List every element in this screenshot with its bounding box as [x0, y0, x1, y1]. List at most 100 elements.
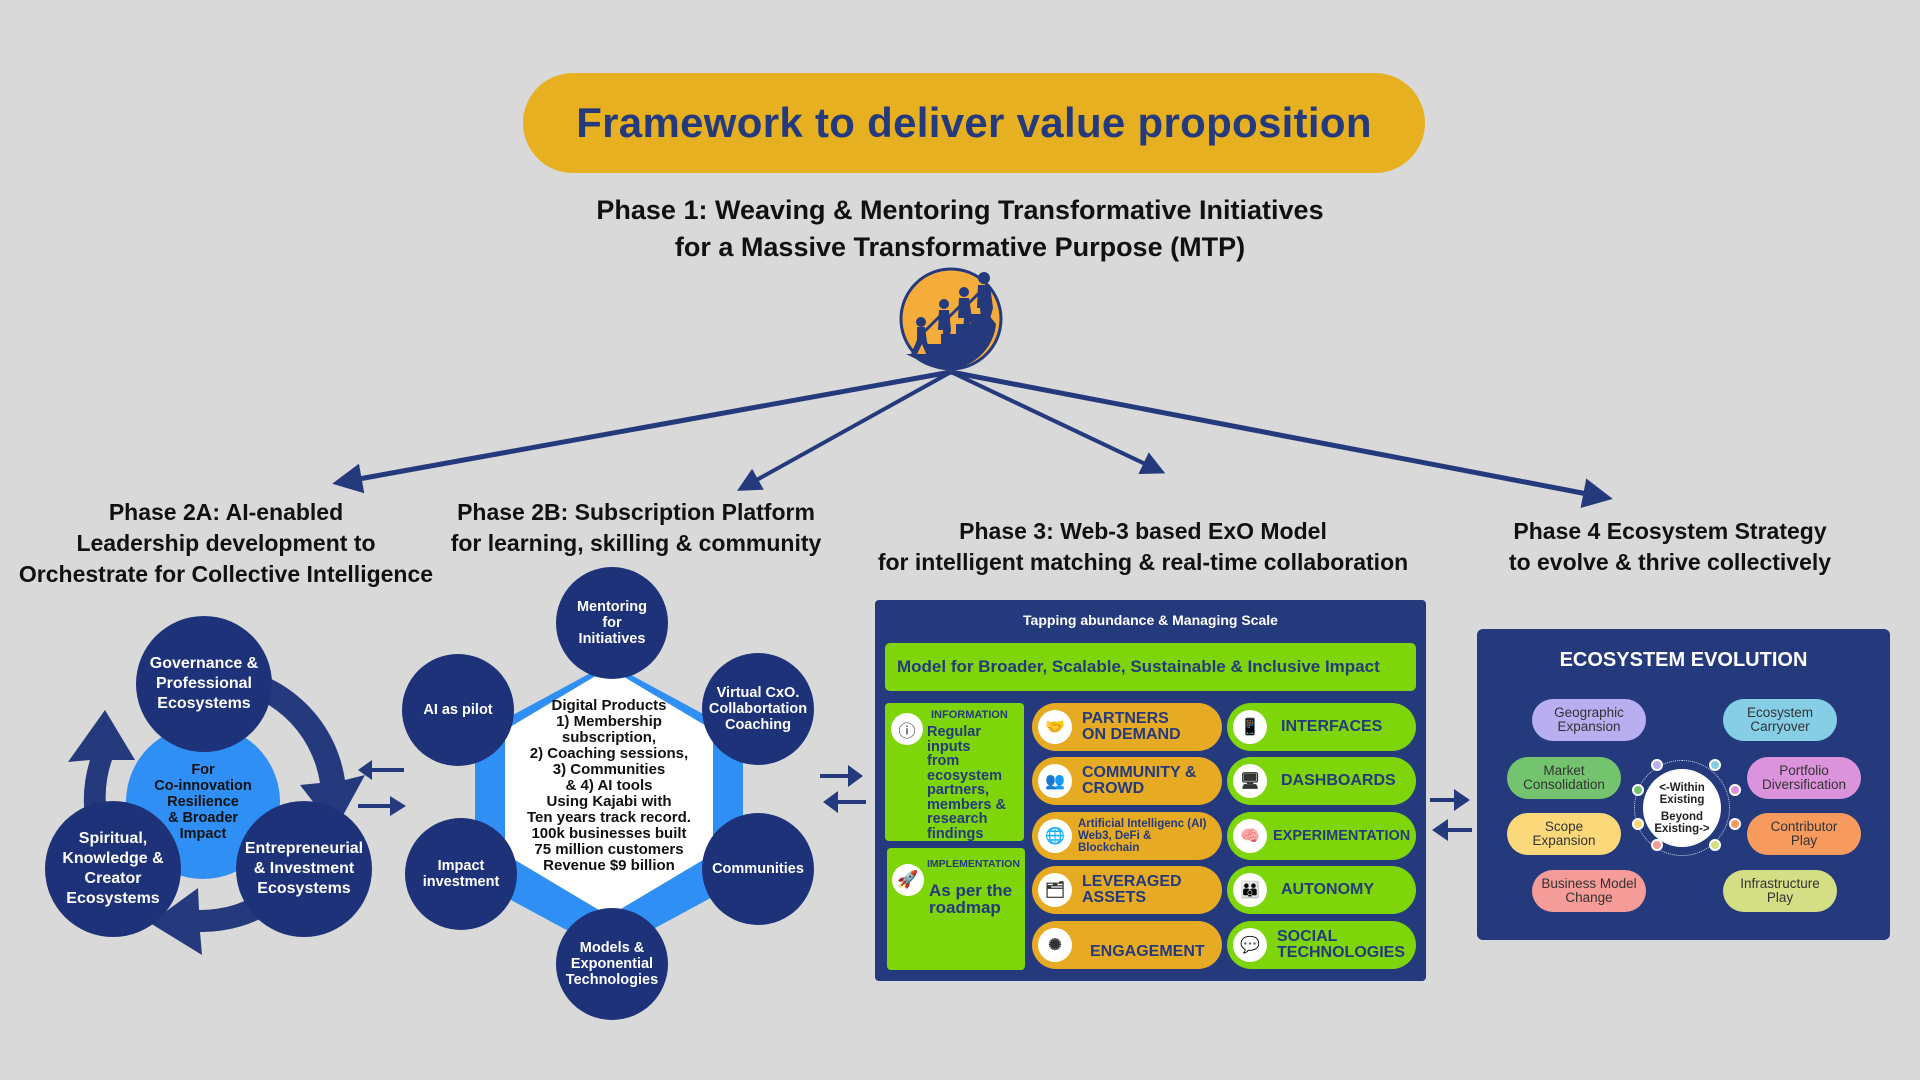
bubble-line: Play: [1790, 833, 1818, 848]
bubble-line: Business Model: [1541, 876, 1637, 891]
exo-panel-header: Tapping abundance & Managing Scale: [1023, 612, 1278, 628]
bubble-line: Expansion: [1557, 719, 1621, 734]
product-line: 75 million customers: [534, 841, 684, 858]
pill-text: EXPERIMENTATION: [1273, 828, 1410, 844]
pill-text: Artificial Intelligenc (AI)Web3, DeFi &B…: [1078, 818, 1206, 854]
info-line: members &: [927, 796, 1006, 813]
node-line: Exponential: [570, 956, 654, 972]
phase3-title-line1: Phase 3: Web-3 based ExO Model: [959, 518, 1327, 544]
impl-line: As per the: [929, 881, 1013, 900]
node-line: Models &: [579, 940, 645, 956]
implementation-text: As per the roadmap: [929, 882, 1012, 916]
hub-dot: [1632, 818, 1644, 830]
idea-autonomy: 👪 AUTONOMY: [1227, 866, 1416, 914]
bubble-line: Play: [1766, 890, 1794, 905]
title-banner: Framework to deliver value proposition: [523, 73, 1425, 173]
bidirectional-arrows-icon: [1430, 789, 1472, 841]
hub-dot: [1709, 759, 1721, 771]
hub-line: Existing->: [1654, 822, 1710, 835]
within-beyond-hub: <-Within Existing Beyond Existing->: [1643, 769, 1721, 847]
arrow-to-phase4: [950, 369, 1613, 508]
bubble-line: Expansion: [1532, 833, 1596, 848]
pill-line: LEVERAGED: [1082, 873, 1182, 890]
pill-line: Web3, DeFi &: [1078, 830, 1152, 842]
product-line: 2) Coaching sessions,: [529, 745, 689, 762]
network-globe-icon: 🌐: [1038, 819, 1072, 853]
phase4-title-line1: Phase 4 Ecosystem Strategy: [1513, 518, 1827, 544]
center-line: & Broader: [167, 810, 239, 826]
node-line: Initiatives: [578, 631, 646, 647]
node-line: Governance &: [149, 655, 259, 672]
impl-line: roadmap: [929, 898, 1001, 917]
bubble-line: Geographic: [1554, 705, 1624, 720]
pill-line: ENGAGEMENT: [1090, 943, 1205, 960]
pill-line: COMMUNITY &: [1082, 764, 1197, 781]
info-line: findings: [927, 825, 984, 842]
phase2a-title-line2: Leadership development to: [76, 530, 376, 556]
product-line: Revenue $9 billion: [543, 857, 675, 874]
scale-engagement: ✺ ENGAGEMENT: [1032, 921, 1222, 969]
bubble-line: Ecosystem: [1746, 705, 1814, 720]
phase2a-title-line3: Orchestrate for Collective Intelligence: [18, 561, 434, 587]
hub-line: <-Within: [1659, 781, 1705, 794]
monitor-chart-icon: 🖥: [1233, 764, 1267, 798]
rocket-icon: 🚀: [892, 864, 924, 896]
hub-dot: [1729, 784, 1741, 796]
pill-text: COMMUNITY &CROWD: [1082, 765, 1196, 797]
pill-line: ASSETS: [1082, 889, 1147, 906]
phase1-line2: for a Massive Transformative Purpose (MT…: [674, 232, 1246, 262]
information-text: Regular inputs from ecosystem partners, …: [927, 725, 1024, 841]
node-line: Ecosystems: [157, 695, 251, 712]
bidirectional-arrows-icon: [820, 765, 866, 813]
information-card: ⓘ INFORMATION Regular inputs from ecosys…: [885, 703, 1024, 841]
node-line: for: [602, 615, 622, 631]
page-title: Framework to deliver value proposition: [576, 99, 1372, 146]
center-line: Resilience: [167, 794, 239, 810]
bubble-line: Portfolio: [1779, 763, 1829, 778]
hub-dot: [1651, 839, 1663, 851]
pill-line: AUTONOMY: [1281, 881, 1375, 898]
info-line: ecosystem: [927, 767, 1002, 784]
bubble-line: Change: [1565, 890, 1613, 905]
implementation-label: IMPLEMENTATION: [927, 858, 1020, 870]
pill-text: ENGAGEMENT: [1090, 930, 1205, 960]
node-line: Technologies: [565, 972, 659, 988]
pill-text: INTERFACES: [1281, 719, 1382, 735]
pill-line: DASHBOARDS: [1281, 772, 1396, 789]
product-line: 1) Membership: [556, 713, 662, 730]
product-line: & 4) AI tools: [565, 777, 653, 794]
node-line: Virtual CxO.: [716, 685, 800, 701]
hub-line: Beyond: [1660, 810, 1704, 823]
hub-dot: [1632, 784, 1644, 796]
node-line: investment: [422, 874, 500, 890]
pill-text: DASHBOARDS: [1281, 773, 1396, 789]
phase3-title-line2: for intelligent matching & real-time col…: [877, 549, 1409, 575]
bubble-line: Diversification: [1761, 777, 1847, 792]
node-line: Communities: [712, 861, 804, 877]
idea-interfaces: 📱 INTERFACES: [1227, 703, 1416, 751]
phase2b-title-line2: for learning, skilling & community: [450, 530, 822, 556]
node-line: Professional: [155, 675, 252, 692]
chat-screens-icon: 💬: [1233, 928, 1267, 962]
hub-dot: [1651, 759, 1663, 771]
phase2b-title-line1: Phase 2B: Subscription Platform: [457, 499, 815, 525]
phase3-title: Phase 3: Web-3 based ExO Model for intel…: [860, 516, 1426, 578]
phase1-heading: Phase 1: Weaving & Mentoring Transformat…: [560, 192, 1360, 266]
node-line: Ecosystems: [66, 890, 160, 907]
product-line: Digital Products: [551, 697, 667, 714]
exo-model-panel: Tapping abundance & Managing Scale Model…: [875, 600, 1426, 981]
pill-line: SOCIAL: [1277, 928, 1338, 945]
product-line: 100k businesses built: [531, 825, 687, 842]
info-line: Regular inputs: [927, 724, 981, 755]
node-line: Knowledge &: [62, 850, 164, 867]
